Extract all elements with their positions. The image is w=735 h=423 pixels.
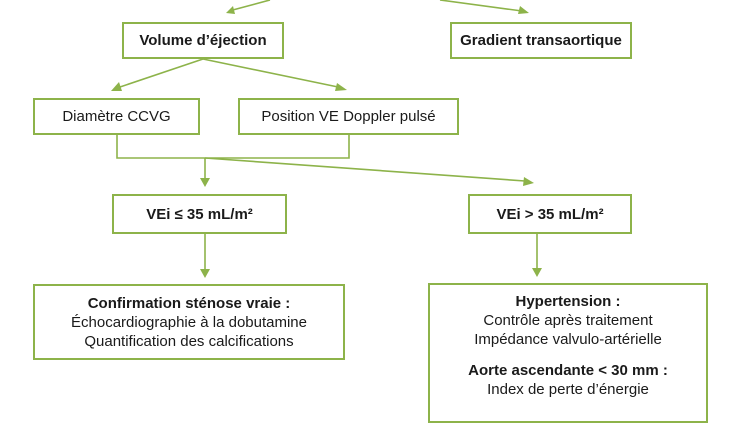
hypertension-box: Hypertension : Contrôle après traitement… (428, 283, 708, 423)
arrow-merge-to-high (204, 157, 526, 182)
vei-low-box: VEi ≤ 35 mL/m² (112, 194, 287, 234)
arrow-top-to-volume (228, 0, 271, 12)
arrow-volume-to-position (202, 58, 339, 88)
vei-high-box: VEi > 35 mL/m² (468, 194, 632, 234)
gradient-transaortique-label: Gradient transaortique (460, 32, 622, 49)
volume-ejection-label: Volume d’éjection (139, 32, 267, 49)
volume-ejection-box: Volume d’éjection (122, 22, 284, 59)
confirmation-title: Confirmation sténose vraie : (87, 294, 291, 312)
diametre-ccvg-box: Diamètre CCVG (33, 98, 200, 135)
arrow-top-to-gradient (439, 0, 523, 12)
diametre-ccvg-label: Diamètre CCVG (62, 108, 171, 125)
confirmation-box: Confirmation sténose vraie : Échocardiog… (33, 284, 345, 360)
vei-high-label: VEi > 35 mL/m² (496, 205, 604, 223)
arrow-volume-to-diametre (119, 58, 204, 88)
flowchart: Volume d’éjection Gradient transaortique… (33, 0, 708, 423)
arrowhead (532, 268, 542, 277)
merge-bracket (116, 135, 350, 159)
arrowhead (518, 6, 529, 14)
position-ve-doppler-label: Position VE Doppler pulsé (261, 108, 436, 125)
arrowhead (226, 6, 235, 14)
gradient-transaortique-box: Gradient transaortique (450, 22, 632, 59)
confirmation-line: Échocardiographie à la dobutamine (71, 313, 307, 331)
hypertension-title: Hypertension : (515, 293, 621, 310)
aorte-title: Aorte ascendante < 30 mm : (468, 362, 668, 379)
arrowhead (523, 177, 534, 186)
confirmation-line: Quantification des calcifications (84, 332, 294, 350)
hypertension-line: Contrôle après traitement (483, 312, 653, 329)
arrowhead (200, 178, 210, 187)
arrowhead (335, 83, 347, 91)
arrowhead (111, 82, 122, 91)
arrowhead (200, 269, 210, 278)
position-ve-doppler-box: Position VE Doppler pulsé (238, 98, 459, 135)
vei-low-label: VEi ≤ 35 mL/m² (146, 205, 253, 223)
aorte-line: Index de perte d’énergie (487, 381, 649, 398)
hypertension-line: Impédance valvulo-artérielle (474, 331, 662, 348)
